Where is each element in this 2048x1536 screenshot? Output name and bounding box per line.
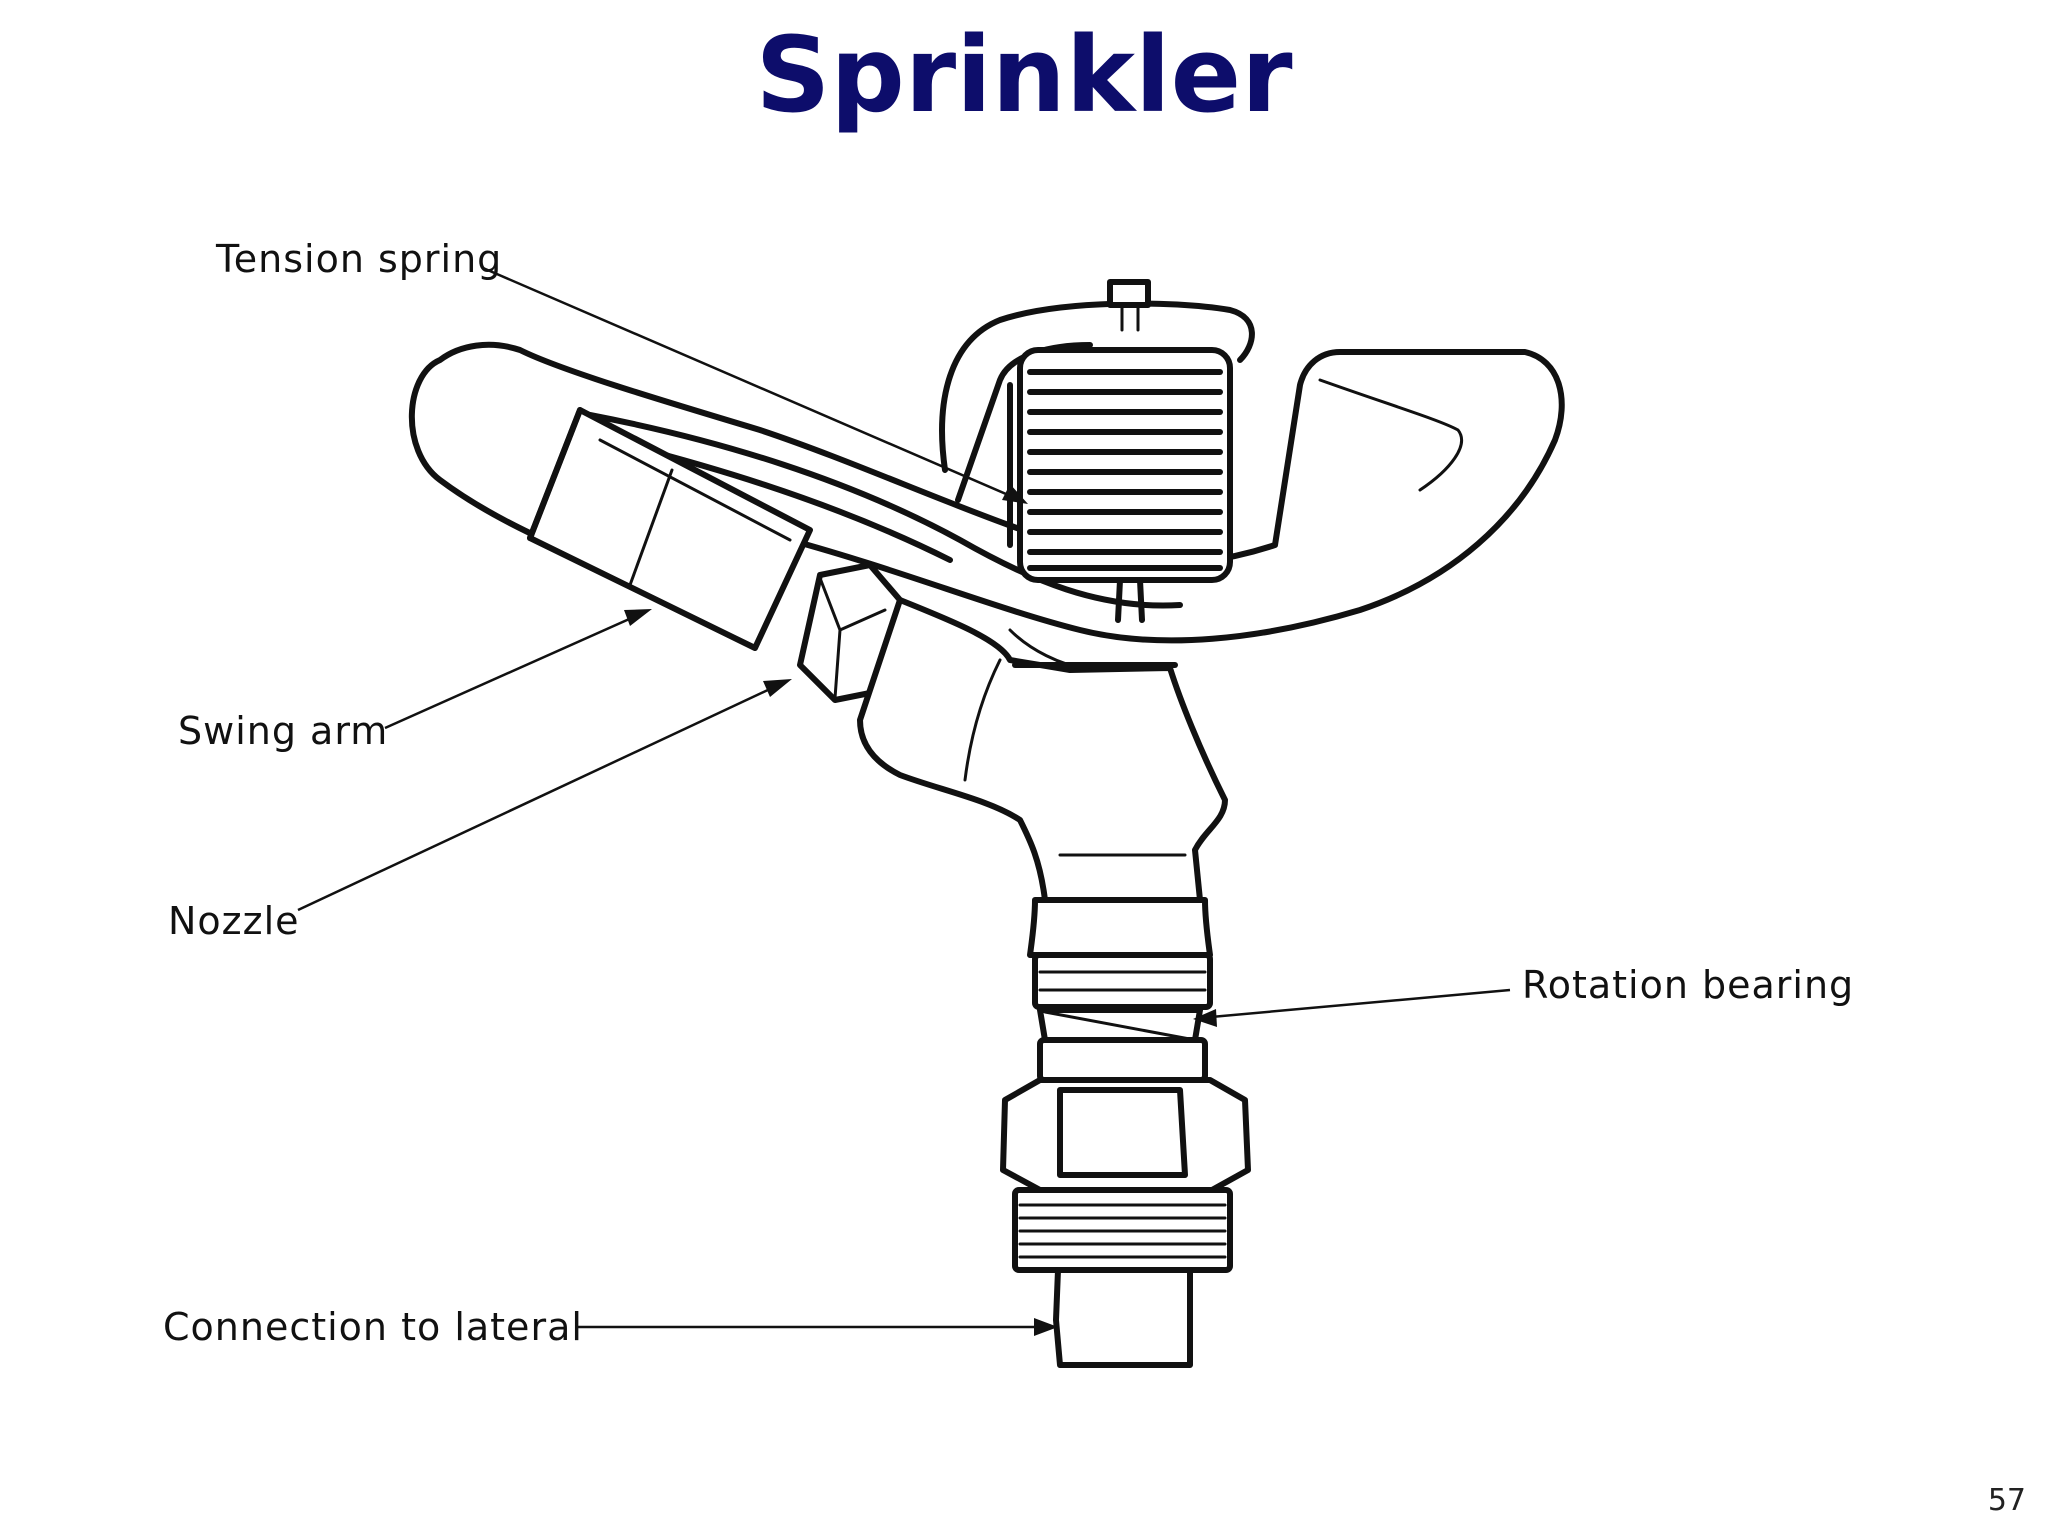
sprinkler-body <box>857 597 1228 907</box>
label-nozzle: Nozzle <box>168 899 300 943</box>
label-swing-arm: Swing arm <box>178 709 388 753</box>
callout-leaders <box>297 266 1511 1336</box>
slide-title: Sprinkler <box>755 14 1293 136</box>
label-tension-spring: Tension spring <box>215 237 502 281</box>
label-connection-to-lateral: Connection to lateral <box>163 1305 583 1349</box>
swing-arm-vane <box>527 407 813 651</box>
page-number: 57 <box>1987 1483 2026 1518</box>
label-rotation-bearing: Rotation bearing <box>1522 963 1854 1007</box>
lower-stem <box>1000 897 1251 1368</box>
tension-spring <box>1017 347 1233 623</box>
